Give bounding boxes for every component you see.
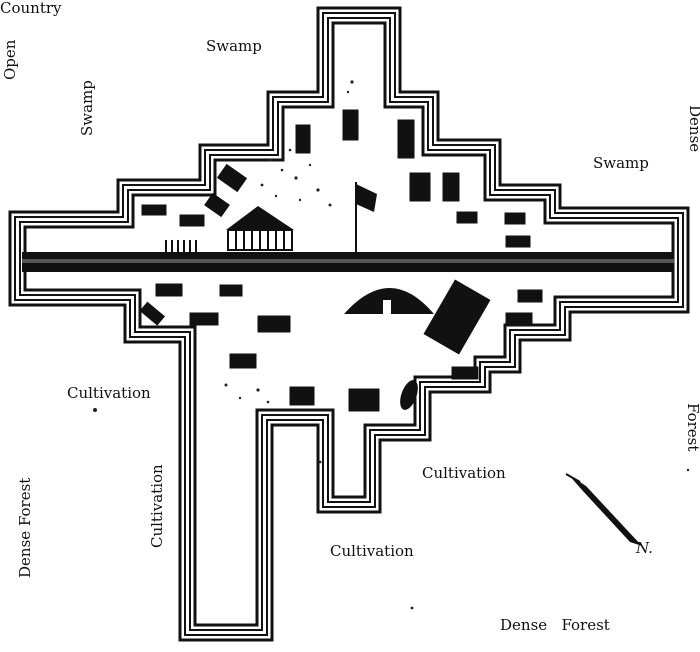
label-forest-right: Forest <box>684 403 700 451</box>
house <box>141 204 167 216</box>
house <box>456 211 478 224</box>
label-swamp-top: Swamp <box>206 37 262 55</box>
house <box>505 235 531 248</box>
house <box>229 353 257 369</box>
house <box>189 312 219 326</box>
house <box>400 380 418 410</box>
house <box>342 109 359 141</box>
pavilion-left <box>226 206 294 251</box>
label-open: Open <box>1 39 19 80</box>
label-dense-right: Dense <box>686 105 700 152</box>
house <box>257 315 291 333</box>
label-dense-forest-bottom: Dense Forest <box>500 616 610 634</box>
stockade-wall <box>8 6 690 642</box>
map-labels: Country Open Swamp Swamp Swamp Dense For… <box>0 0 700 634</box>
label-cultivation-middle: Cultivation <box>422 464 506 482</box>
house <box>155 283 183 297</box>
house <box>204 192 230 218</box>
hut-row <box>165 240 197 252</box>
house <box>442 172 460 202</box>
house <box>451 366 479 380</box>
label-dense-forest-left: Dense Forest <box>16 478 34 578</box>
label-swamp-right: Swamp <box>593 154 649 172</box>
label-cultivation-bottom: Cultivation <box>330 542 414 560</box>
house <box>219 284 243 297</box>
main-street <box>22 252 674 272</box>
house <box>504 212 526 225</box>
north-arrow: N. <box>565 473 653 557</box>
houses <box>139 109 543 412</box>
house <box>348 388 380 412</box>
house <box>139 301 165 326</box>
north-label: N. <box>635 539 653 557</box>
flag-icon <box>355 182 377 252</box>
house <box>505 312 533 326</box>
house <box>423 279 491 355</box>
house <box>517 289 543 303</box>
house <box>216 163 248 193</box>
label-cultivation-vertical: Cultivation <box>148 464 166 548</box>
label-cultivation-left: Cultivation <box>67 384 151 402</box>
vegetation-speckles <box>93 80 690 610</box>
label-country: Country <box>0 0 62 17</box>
house <box>409 172 431 202</box>
house <box>295 124 311 154</box>
house <box>397 119 415 159</box>
house <box>289 386 315 406</box>
label-swamp-left: Swamp <box>78 80 96 136</box>
meeting-house <box>344 288 434 314</box>
house <box>179 214 205 227</box>
